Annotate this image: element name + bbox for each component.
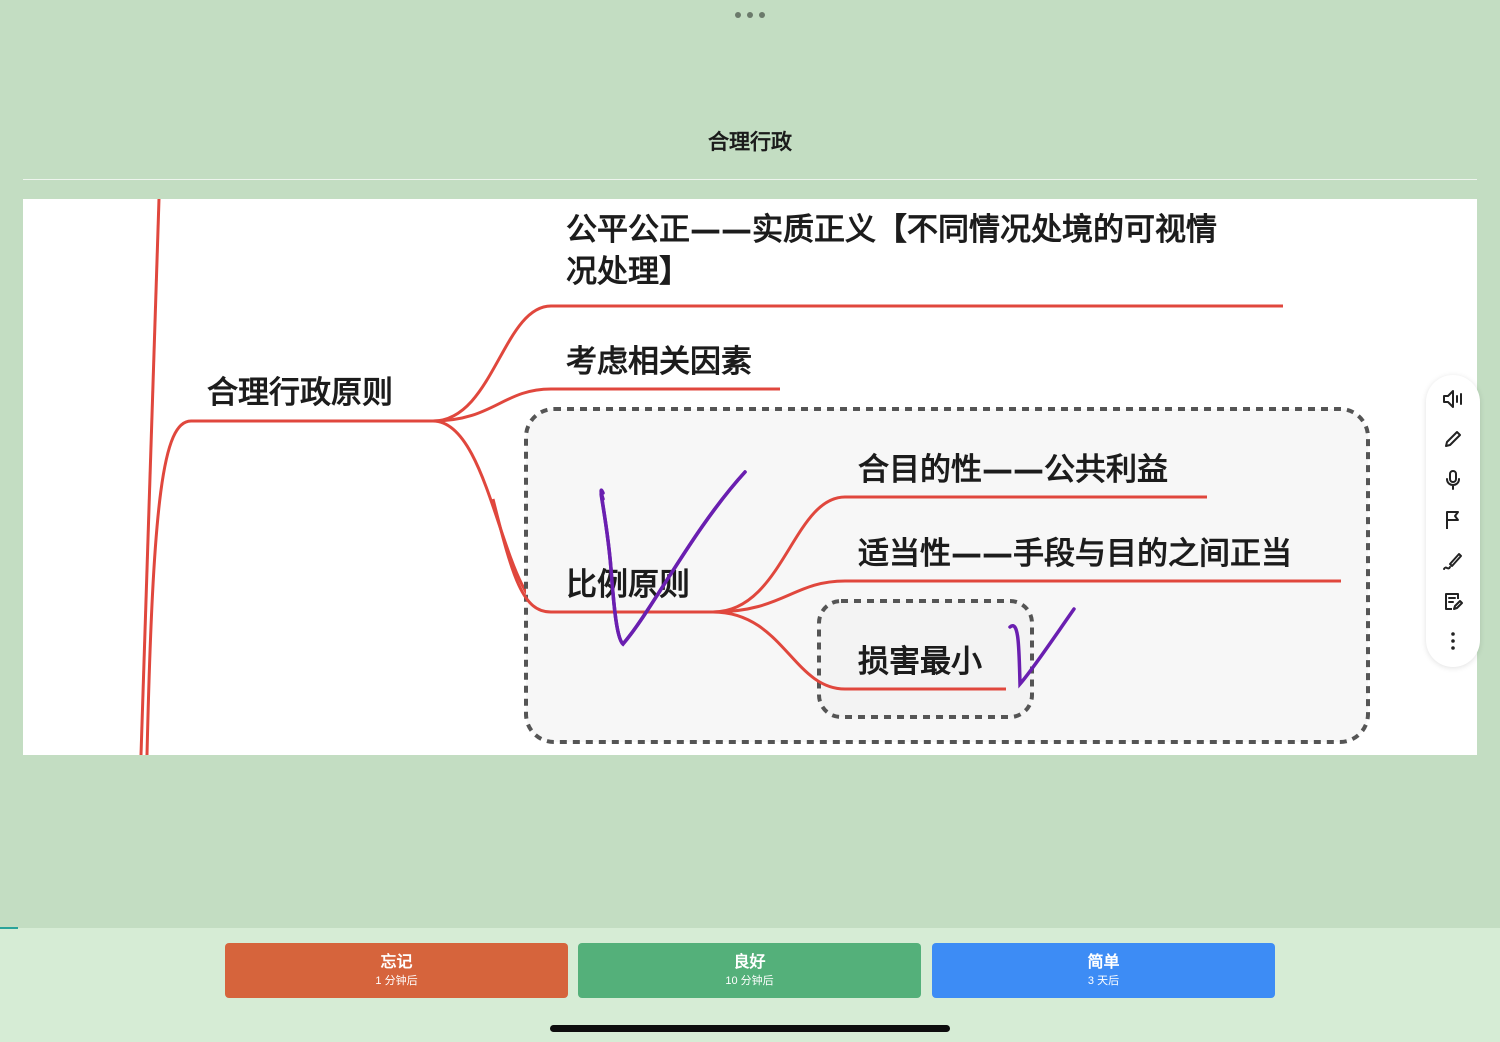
mindmap-node-appropriate: 适当性——手段与目的之间正当 bbox=[858, 536, 1292, 572]
mindmap-image: 公平公正——实质正义【不同情况处境的可视情 况处理】 考虑相关因素 合理行政原则… bbox=[23, 199, 1477, 755]
mindmap-node-relevant: 考虑相关因素 bbox=[566, 344, 752, 380]
forget-button[interactable]: 忘记 1 分钟后 bbox=[225, 943, 568, 998]
trunk-branch bbox=[145, 419, 192, 755]
good-button[interactable]: 良好 10 分钟后 bbox=[578, 943, 921, 998]
check-mark-annotation-small bbox=[1008, 607, 1076, 689]
home-indicator[interactable] bbox=[550, 1025, 950, 1032]
easy-button[interactable]: 简单 3 天后 bbox=[932, 943, 1275, 998]
trunk-line bbox=[139, 199, 161, 755]
mindmap-node-fairness: 公平公正——实质正义【不同情况处境的可视情 况处理】 bbox=[566, 212, 1217, 290]
edit-note-icon[interactable] bbox=[1437, 585, 1469, 617]
speaker-icon[interactable] bbox=[1437, 383, 1469, 415]
more-vertical-icon[interactable] bbox=[1437, 625, 1469, 657]
microphone-icon[interactable] bbox=[1437, 464, 1469, 496]
mindmap-node-purpose: 合目的性——公共利益 bbox=[858, 452, 1168, 488]
side-toolbar bbox=[1426, 375, 1480, 667]
card-title: 合理行政 bbox=[708, 130, 792, 154]
progress-edge bbox=[0, 927, 18, 929]
more-handle-icon[interactable] bbox=[735, 10, 765, 20]
mindmap-node-root: 合理行政原则 bbox=[207, 375, 393, 411]
branch-to-relevant bbox=[432, 387, 780, 423]
mindmap-node-proportion: 比例原则 bbox=[566, 567, 690, 603]
divider bbox=[23, 179, 1477, 180]
pen-scribble-icon[interactable] bbox=[1437, 545, 1469, 577]
flag-icon[interactable] bbox=[1437, 504, 1469, 536]
pencil-icon[interactable] bbox=[1437, 423, 1469, 455]
mindmap-node-minimal: 损害最小 bbox=[858, 644, 982, 680]
branch-to-fairness bbox=[432, 304, 1283, 423]
